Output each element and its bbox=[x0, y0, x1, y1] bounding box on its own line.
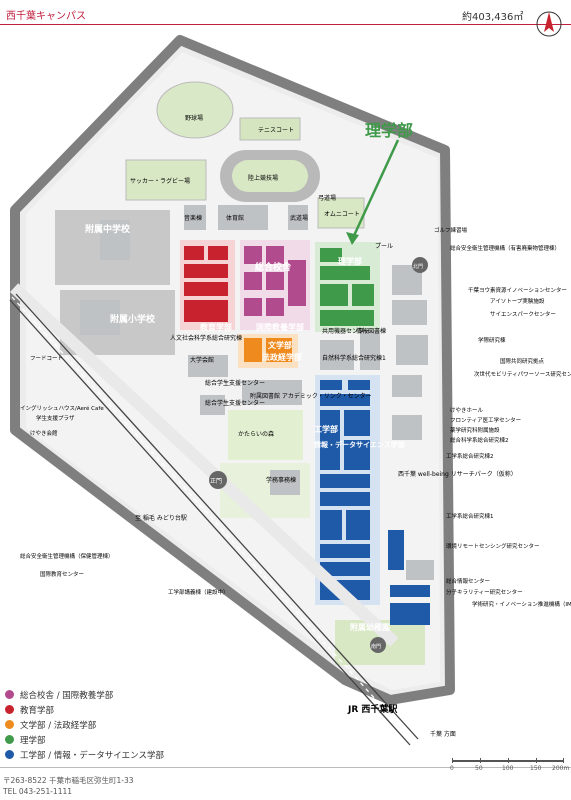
svg-text:環境リモートセンシング研究センター: 環境リモートセンシング研究センター bbox=[446, 542, 540, 550]
svg-text:薬学研究科附属施設: 薬学研究科附属施設 bbox=[450, 426, 500, 434]
svg-text:共用機器センター: 共用機器センター bbox=[322, 327, 370, 335]
svg-text:至 稲毛 みどり台駅: 至 稲毛 みどり台駅 bbox=[135, 514, 187, 522]
svg-text:総合学生支援センター: 総合学生支援センター bbox=[205, 399, 265, 407]
railway bbox=[10, 283, 399, 647]
baseball-field bbox=[156, 81, 234, 139]
svg-text:工学系総合研究棟1: 工学系総合研究棟1 bbox=[446, 512, 494, 520]
legend-item: 総合校舎 / 国際教養学部 bbox=[5, 687, 164, 702]
postal-address: 〒263-8522 千葉市稲毛区弥生町1-33 bbox=[3, 776, 134, 785]
legend-item: 教育学部 bbox=[5, 702, 164, 717]
campus-area: 約403,436㎡ bbox=[462, 12, 524, 23]
rigaku-label: 理学部 bbox=[338, 256, 362, 266]
rigaku-callout: 理学部 bbox=[365, 121, 413, 140]
svg-text:人文社会科学系総合研究棟: 人文社会科学系総合研究棟 bbox=[170, 334, 242, 342]
library-label: 附属図書館 アカデミック・リンク・センター bbox=[250, 392, 372, 400]
bungaku-label: 文学部 bbox=[268, 340, 292, 350]
svg-text:大学会館: 大学会館 bbox=[190, 356, 214, 364]
svg-text:けやきホール: けやきホール bbox=[450, 406, 484, 414]
svg-text:陸上競技場: 陸上競技場 bbox=[248, 174, 278, 182]
svg-text:プール: プール bbox=[375, 243, 393, 250]
svg-text:野球場: 野球場 bbox=[185, 114, 203, 122]
station-label: JR 西千葉駅 bbox=[347, 703, 398, 715]
svg-text:工学部講義棟（建設中）: 工学部講義棟（建設中） bbox=[168, 588, 229, 596]
campus-title: 西千葉キャンパス bbox=[6, 11, 86, 22]
svg-text:総合安全衛生管理機構（保健管理棟）: 総合安全衛生管理機構（保健管理棟） bbox=[20, 552, 114, 560]
svg-text:サッカー・ラグビー場: サッカー・ラグビー場 bbox=[130, 177, 190, 185]
svg-text:音楽棟: 音楽棟 bbox=[184, 214, 202, 222]
kogaku-label: 工学部 bbox=[314, 424, 338, 434]
tennis-court bbox=[239, 117, 301, 141]
svg-text:工学系総合研究棟2: 工学系総合研究棟2 bbox=[446, 452, 494, 460]
kokusai-label: 国際教養学部 bbox=[256, 322, 304, 332]
north-arrow-icon bbox=[536, 11, 562, 37]
svg-text:オムニコート: オムニコート bbox=[324, 211, 360, 218]
svg-text:情報図書棟: 情報図書棟 bbox=[356, 327, 386, 335]
svg-text:学際研究棟: 学際研究棟 bbox=[478, 336, 506, 344]
svg-text:体育館: 体育館 bbox=[226, 214, 244, 222]
hosei-label: 法政経学部 bbox=[262, 352, 302, 362]
svg-text:総合情報センター: 総合情報センター bbox=[446, 577, 490, 585]
svg-text:ゴルフ練習場: ゴルフ練習場 bbox=[434, 226, 468, 234]
omni-court bbox=[317, 197, 365, 229]
junior-high-label: 附属中学校 bbox=[85, 223, 131, 235]
svg-text:分子キラリティー研究センター: 分子キラリティー研究センター bbox=[446, 588, 523, 596]
svg-text:次世代モビリティパワーソース研究センター: 次世代モビリティパワーソース研究センター bbox=[474, 370, 571, 378]
legend-item: 工学部 / 情報・データサイエンス学部 bbox=[5, 747, 164, 762]
address-block: 〒263-8522 千葉市稲毛区弥生町1-33 TEL 043-251-1111 bbox=[3, 775, 134, 797]
svg-text:西千葉 well-being リサーチパーク（仮称）: 西千葉 well-being リサーチパーク（仮称） bbox=[398, 470, 517, 478]
legend-item: 理学部 bbox=[5, 732, 164, 747]
svg-text:正門: 正門 bbox=[210, 478, 222, 485]
elementary-label: 附属小学校 bbox=[110, 313, 156, 325]
sogo-label: 総合校舎 bbox=[255, 261, 292, 273]
svg-text:武道場: 武道場 bbox=[290, 214, 308, 222]
legend: 総合校舎 / 国際教養学部 教育学部 文学部 / 法政経学部 理学部 工学部 /… bbox=[5, 687, 164, 762]
telephone: TEL 043-251-1111 bbox=[3, 787, 73, 796]
svg-text:自然科学系総合研究棟1: 自然科学系総合研究棟1 bbox=[322, 354, 386, 362]
svg-text:千葉ヨウ素資源イノベーションセンター: 千葉ヨウ素資源イノベーションセンター bbox=[468, 286, 567, 294]
footer-divider bbox=[0, 767, 571, 768]
svg-text:イングリッシュハウス/Aeré Cafe: イングリッシュハウス/Aeré Cafe bbox=[20, 404, 104, 412]
katarai-forest bbox=[228, 410, 303, 460]
svg-text:けやき会館: けやき会館 bbox=[30, 429, 58, 437]
svg-text:学術研究・イノベーション推進機構（IMO）: 学術研究・イノベーション推進機構（IMO） bbox=[472, 600, 571, 608]
kyoiku-label: 教育学部 bbox=[199, 322, 232, 332]
svg-text:アイソトープ実験施設: アイソトープ実験施設 bbox=[490, 297, 545, 305]
svg-text:テニスコート: テニスコート bbox=[258, 127, 294, 134]
svg-text:総合安全衛生管理機構（有害廃棄物管理棟）: 総合安全衛生管理機構（有害廃棄物管理棟） bbox=[450, 244, 560, 252]
legend-item: 文学部 / 法政経学部 bbox=[5, 717, 164, 732]
kindergarten-label: 附属幼稚園 bbox=[350, 622, 390, 632]
svg-text:フードコート: フードコート bbox=[30, 355, 63, 362]
svg-text:国際教育センター: 国際教育センター bbox=[40, 570, 84, 578]
svg-text:南門: 南門 bbox=[371, 643, 381, 650]
svg-text:かたらいの森: かたらいの森 bbox=[238, 430, 274, 438]
joho-label: 情報・データサイエンス学部 bbox=[314, 440, 405, 449]
svg-text:フロンティア医工学センター: フロンティア医工学センター bbox=[450, 416, 521, 424]
svg-text:学生支援プラザ: 学生支援プラザ bbox=[36, 414, 75, 422]
svg-text:学務事務棟: 学務事務棟 bbox=[266, 476, 296, 484]
svg-text:サイエンスパークセンター: サイエンスパークセンター bbox=[490, 310, 556, 318]
svg-text:弓道場: 弓道場 bbox=[318, 194, 336, 202]
svg-text:総合学生支援センター: 総合学生支援センター bbox=[205, 379, 265, 387]
soccer-field bbox=[125, 159, 207, 201]
header-divider bbox=[0, 24, 571, 25]
scale-bar: 0 50 100 150 200m bbox=[450, 758, 570, 778]
svg-text:総合科学系総合研究棟2: 総合科学系総合研究棟2 bbox=[450, 436, 509, 444]
svg-text:国際共同研究拠点: 国際共同研究拠点 bbox=[500, 357, 545, 365]
svg-text:千葉 方面: 千葉 方面 bbox=[430, 730, 456, 738]
svg-text:北門: 北門 bbox=[413, 263, 423, 270]
